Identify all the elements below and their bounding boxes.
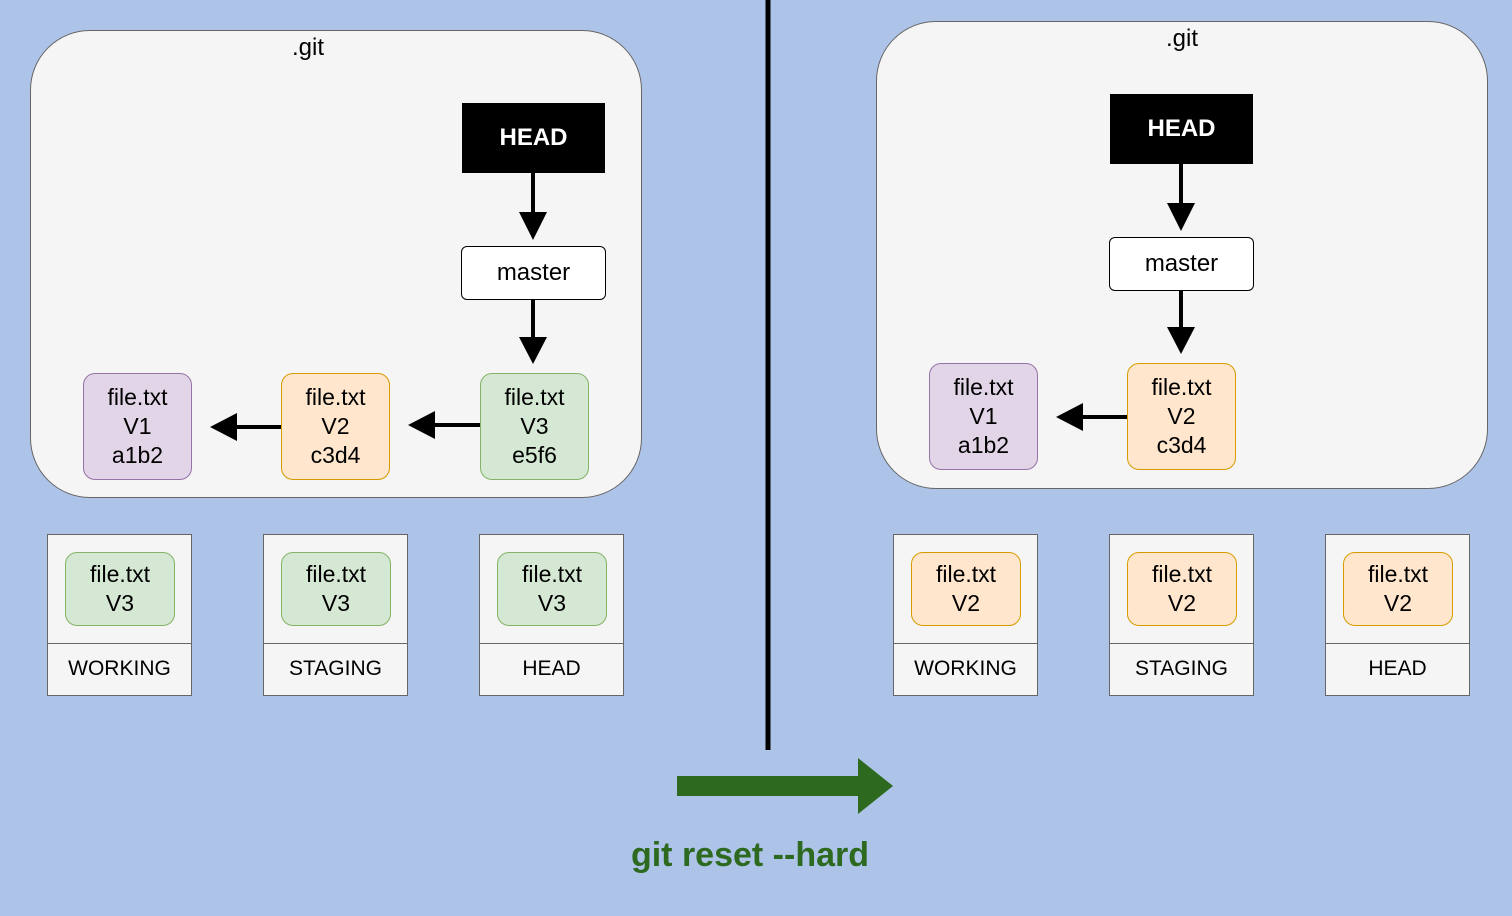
tree-file-node: file.txt V2 bbox=[1343, 552, 1453, 626]
commit-v3-left: file.txt V3 e5f6 bbox=[480, 373, 589, 480]
tree-file-node: file.txt V3 bbox=[281, 552, 391, 626]
arrow-v3-to-v2-left bbox=[408, 411, 480, 439]
branch-master-left: master bbox=[461, 246, 606, 300]
tree-working-right: file.txt V2 WORKING bbox=[893, 534, 1038, 696]
commit-file: file.txt bbox=[504, 384, 565, 410]
tree-version: V2 bbox=[1167, 590, 1197, 616]
tree-label: WORKING bbox=[914, 657, 1017, 680]
tree-file: file.txt bbox=[305, 561, 367, 587]
commit-version: V3 bbox=[520, 413, 549, 439]
commit-hash: a1b2 bbox=[111, 442, 164, 468]
tree-head-right: file.txt V2 HEAD bbox=[1325, 534, 1470, 696]
tree-version: V2 bbox=[951, 590, 981, 616]
tree-file: file.txt bbox=[1151, 561, 1213, 587]
tree-working-left: file.txt V3 WORKING bbox=[47, 534, 192, 696]
commit-v2-right: file.txt V2 c3d4 bbox=[1127, 363, 1236, 470]
commit-hash: e5f6 bbox=[512, 442, 557, 468]
tree-file: file.txt bbox=[89, 561, 151, 587]
tree-head-left: file.txt V3 HEAD bbox=[479, 534, 624, 696]
reset-arrow bbox=[677, 758, 893, 814]
commit-version: V2 bbox=[1167, 403, 1196, 429]
command-label: git reset --hard bbox=[630, 836, 870, 874]
tree-staging-left: file.txt V3 STAGING bbox=[263, 534, 408, 696]
tree-version: V3 bbox=[537, 590, 567, 616]
git-label-left: .git bbox=[291, 34, 324, 61]
tree-file-node: file.txt V3 bbox=[65, 552, 175, 626]
divider bbox=[480, 643, 623, 644]
tree-label: HEAD bbox=[1368, 657, 1427, 680]
tree-version: V3 bbox=[105, 590, 135, 616]
tree-file-node: file.txt V2 bbox=[911, 552, 1021, 626]
commit-hash: c3d4 bbox=[1156, 432, 1207, 458]
arrow-head-to-master-left bbox=[519, 173, 547, 240]
arrow-master-to-v2-right bbox=[1167, 291, 1195, 354]
divider bbox=[48, 643, 191, 644]
tree-version: V3 bbox=[321, 590, 351, 616]
tree-file: file.txt bbox=[935, 561, 997, 587]
divider bbox=[894, 643, 1037, 644]
divider bbox=[1326, 643, 1469, 644]
tree-staging-right: file.txt V2 STAGING bbox=[1109, 534, 1254, 696]
divider bbox=[264, 643, 407, 644]
commit-v1-right: file.txt V1 a1b2 bbox=[929, 363, 1038, 470]
git-label-right: .git bbox=[1165, 25, 1198, 52]
commit-file: file.txt bbox=[305, 384, 366, 410]
commit-hash: a1b2 bbox=[957, 432, 1010, 458]
tree-file: file.txt bbox=[521, 561, 583, 587]
commit-version: V1 bbox=[969, 403, 998, 429]
tree-label: HEAD bbox=[522, 657, 581, 680]
tree-file-node: file.txt V2 bbox=[1127, 552, 1237, 626]
tree-file-node: file.txt V3 bbox=[497, 552, 607, 626]
head-pointer-right: HEAD bbox=[1110, 94, 1253, 164]
tree-version: V2 bbox=[1383, 590, 1413, 616]
commit-hash: c3d4 bbox=[310, 442, 361, 468]
tree-label: STAGING bbox=[1135, 657, 1228, 680]
branch-master-right: master bbox=[1109, 237, 1254, 291]
commit-file: file.txt bbox=[107, 384, 168, 410]
head-pointer-left: HEAD bbox=[462, 103, 605, 173]
commit-file: file.txt bbox=[1151, 374, 1212, 400]
tree-label: WORKING bbox=[68, 657, 171, 680]
commit-v2-left: file.txt V2 c3d4 bbox=[281, 373, 390, 480]
tree-label: STAGING bbox=[289, 657, 382, 680]
commit-version: V2 bbox=[321, 413, 350, 439]
tree-file: file.txt bbox=[1367, 561, 1429, 587]
arrow-master-to-v3-left bbox=[519, 300, 547, 364]
arrow-v2-to-v1-right bbox=[1056, 403, 1127, 431]
arrow-head-to-master-right bbox=[1167, 164, 1195, 231]
arrow-v2-to-v1-left bbox=[210, 413, 281, 441]
commit-version: V1 bbox=[123, 413, 152, 439]
commit-file: file.txt bbox=[953, 374, 1014, 400]
divider bbox=[1110, 643, 1253, 644]
commit-v1-left: file.txt V1 a1b2 bbox=[83, 373, 192, 480]
